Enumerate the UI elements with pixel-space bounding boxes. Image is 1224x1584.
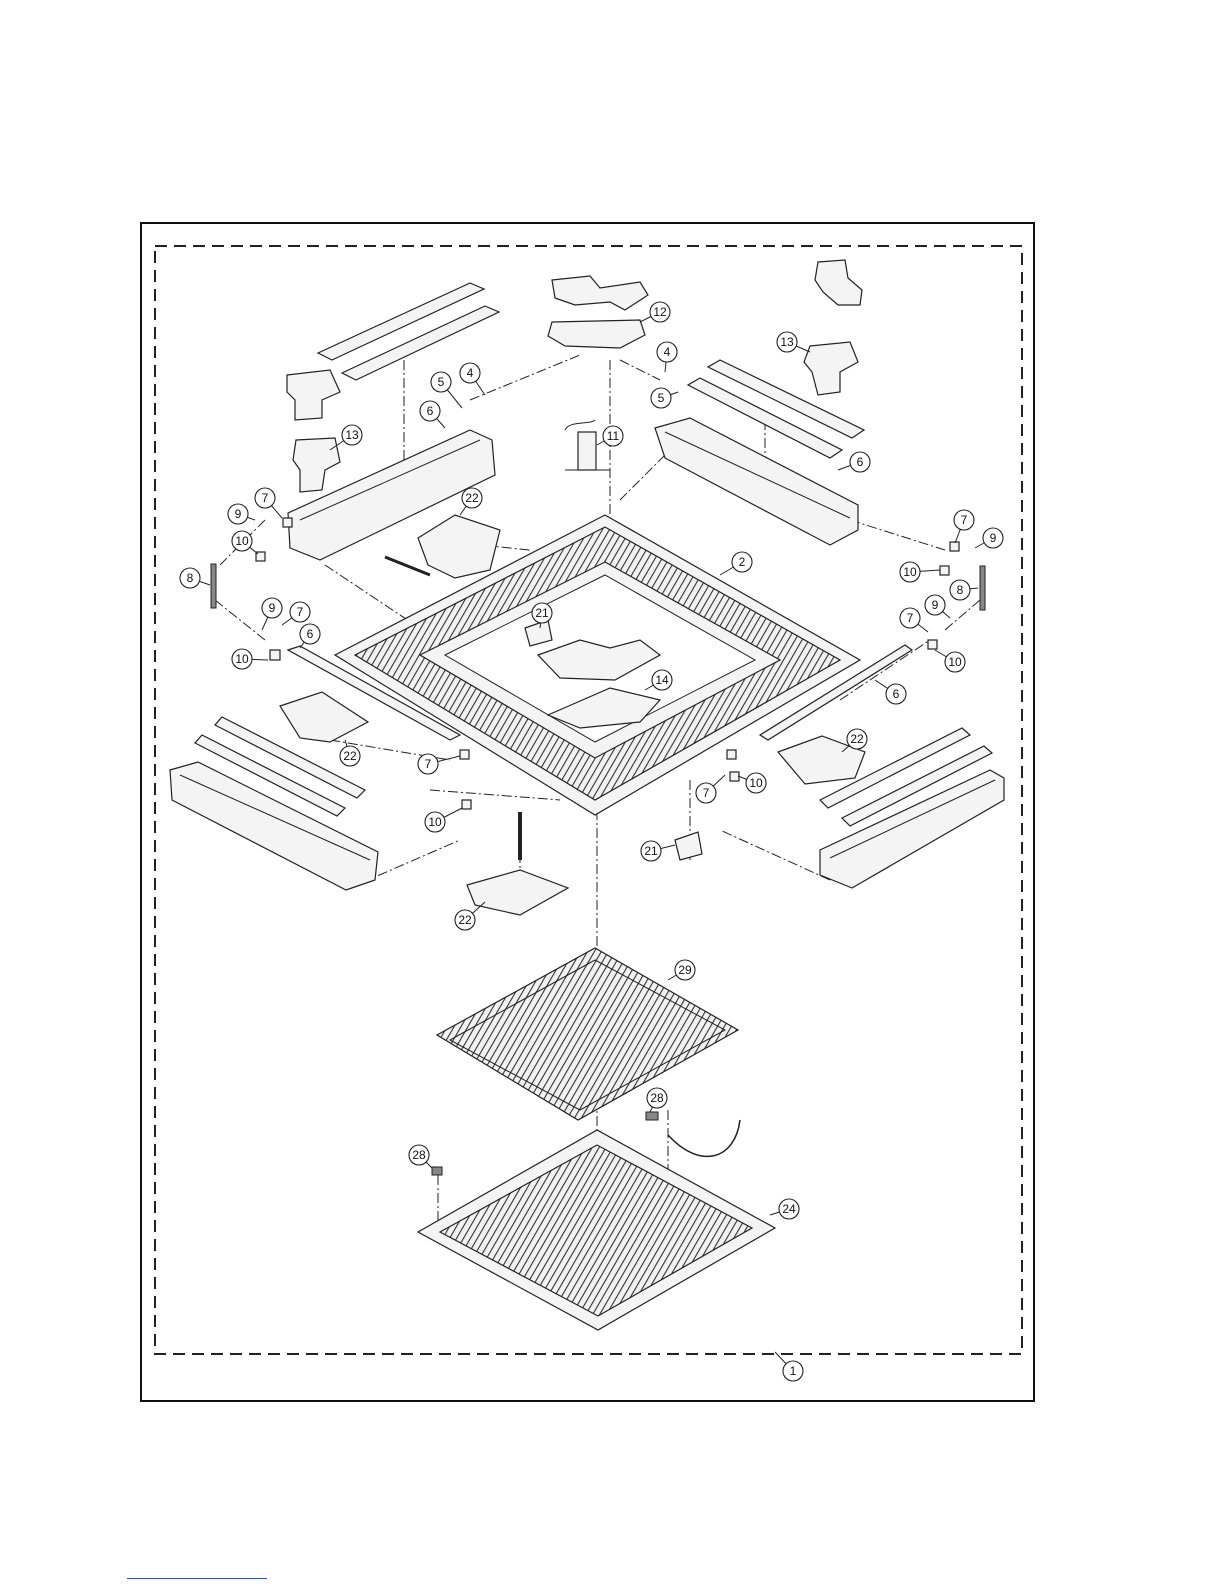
callout-number: 10 [428, 815, 442, 829]
callout-number: 29 [678, 963, 692, 977]
callout-number: 7 [961, 513, 968, 527]
corner-bracket-top [548, 276, 648, 348]
callout-number: 8 [187, 571, 194, 585]
bracket-lower [675, 832, 702, 860]
footer-link-underline[interactable] [127, 1578, 267, 1579]
callout-10: 10 [232, 649, 268, 669]
callout-12: 12 [640, 302, 670, 322]
callout-number: 12 [653, 305, 667, 319]
callout-number: 6 [427, 404, 434, 418]
callout-number: 8 [957, 583, 964, 597]
callout-number: 11 [607, 429, 620, 443]
callout-6: 6 [420, 401, 445, 428]
corner-cover-top [385, 515, 500, 578]
callout-number: 10 [749, 776, 763, 790]
callout-4: 4 [657, 342, 677, 372]
callout-22: 22 [340, 740, 360, 766]
callout-number: 14 [655, 673, 669, 687]
thermistor-lead [565, 420, 610, 470]
callout-number: 10 [235, 534, 249, 548]
callout-7: 7 [282, 602, 310, 625]
callout-6: 6 [838, 452, 870, 472]
callout-10: 10 [900, 562, 940, 582]
corner-cover-left [280, 692, 368, 742]
callout-7: 7 [696, 775, 725, 803]
callout-11: 11 [597, 426, 623, 446]
corner-cover-bottom [467, 812, 568, 915]
callout-number: 6 [307, 627, 314, 641]
safety-cord [668, 1120, 740, 1156]
callout-number: 22 [343, 749, 357, 763]
callout-number: 5 [438, 375, 445, 389]
callout-10: 10 [232, 531, 258, 554]
callout-29: 29 [668, 960, 695, 980]
callout-28: 28 [647, 1088, 667, 1112]
callout-4: 4 [460, 363, 485, 395]
callout-28: 28 [409, 1145, 432, 1168]
callout-number: 7 [262, 491, 269, 505]
callout-6: 6 [300, 624, 320, 648]
callout-7: 7 [255, 488, 282, 518]
callout-22: 22 [455, 902, 485, 930]
callout-number: 9 [932, 598, 939, 612]
callout-8: 8 [180, 568, 210, 588]
callout-13: 13 [777, 332, 810, 352]
callout-9: 9 [228, 504, 255, 524]
callout-number: 22 [850, 732, 864, 746]
callout-number: 2 [739, 555, 746, 569]
callout-number: 7 [703, 786, 710, 800]
callout-number: 24 [782, 1202, 796, 1216]
callout-number: 6 [893, 687, 900, 701]
callout-number: 9 [235, 507, 242, 521]
callout-24: 24 [770, 1199, 799, 1219]
callout-number: 21 [535, 606, 549, 620]
callout-number: 10 [235, 652, 249, 666]
callout-10: 10 [425, 808, 462, 832]
callout-number: 28 [650, 1091, 664, 1105]
callout-10: 10 [935, 650, 965, 672]
callout-number: 9 [269, 601, 276, 615]
callout-number: 22 [458, 913, 472, 927]
callout-10: 10 [738, 773, 766, 793]
callout-number: 7 [297, 605, 304, 619]
callout-7: 7 [954, 510, 974, 543]
intake-grille [418, 1130, 775, 1330]
callout-number: 1 [790, 1364, 797, 1378]
callout-number: 4 [664, 345, 671, 359]
callout-number: 10 [948, 655, 962, 669]
callout-22: 22 [460, 488, 482, 515]
hinge-clip-right [646, 1112, 658, 1120]
callout-number: 7 [425, 757, 432, 771]
callout-6: 6 [875, 680, 906, 704]
corner-bracket-right [804, 260, 862, 395]
callout-number: 21 [644, 844, 658, 858]
callout-7: 7 [418, 754, 460, 774]
corner-bracket-left [287, 370, 340, 492]
callout-number: 4 [467, 366, 474, 380]
callout-22: 22 [842, 729, 867, 752]
callout-2: 2 [720, 552, 752, 575]
callout-21: 21 [641, 841, 675, 861]
callout-number: 22 [465, 491, 479, 505]
callout-number: 5 [658, 391, 665, 405]
callout-number: 6 [857, 455, 864, 469]
callout-number: 7 [907, 611, 914, 625]
callout-1: 1 [775, 1352, 803, 1381]
rod-right [980, 566, 985, 610]
callout-number: 13 [345, 428, 359, 442]
callout-9: 9 [975, 528, 1003, 548]
callout-8: 8 [950, 580, 978, 600]
callout-5: 5 [651, 388, 678, 408]
callout-number: 28 [412, 1148, 426, 1162]
callout-number: 13 [780, 335, 794, 349]
rod-left [211, 564, 216, 608]
callout-9: 9 [262, 598, 282, 630]
callout-number: 10 [903, 565, 917, 579]
callout-9: 9 [925, 595, 950, 618]
callout-7: 7 [900, 608, 928, 632]
callout-number: 9 [990, 531, 997, 545]
hinge-clip-left [432, 1167, 442, 1175]
side-panel-top-right [655, 418, 858, 545]
